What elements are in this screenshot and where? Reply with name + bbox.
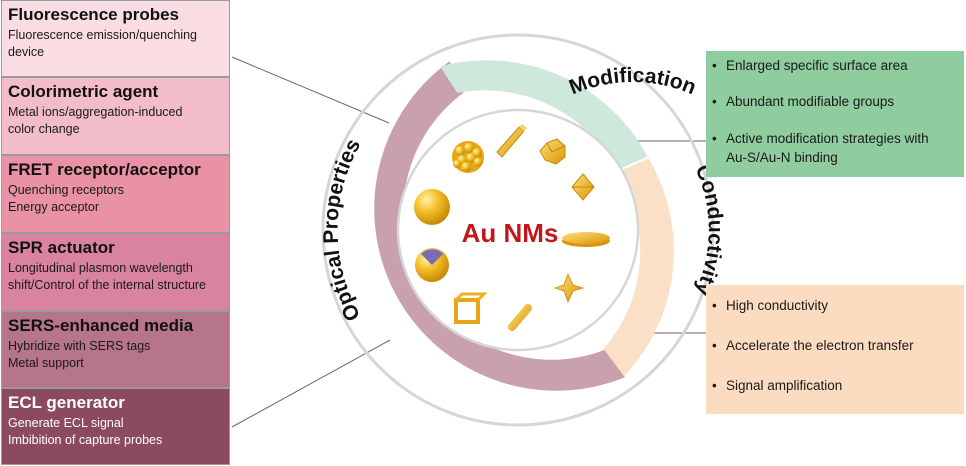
list-item: Signal amplification: [706, 377, 964, 395]
conductivity-info-box: High conductivity Accelerate the electro…: [706, 285, 964, 414]
list-item-line: Au-S/Au-N binding: [726, 150, 838, 165]
polyhedron-icon: [539, 138, 566, 165]
modification-label: Modification: [566, 64, 699, 99]
box-desc-line: Metal ions/aggregation-induced: [8, 105, 183, 119]
box-desc-line: shift/Control of the internal structure: [8, 278, 207, 292]
nanostar-icon: [553, 272, 585, 304]
conductivity-list: High conductivity Accelerate the electro…: [706, 297, 964, 395]
ecl-generator-box: ECL generator Generate ECL signal Imbibi…: [1, 388, 230, 465]
connector-line-ecl: [231, 339, 391, 428]
box-desc-line: device: [8, 45, 45, 59]
box-desc-line: Imbibition of capture probes: [8, 433, 163, 447]
box-desc-line: Energy acceptor: [8, 200, 100, 214]
list-item: Enlarged specific surface area: [706, 57, 964, 75]
inner-ring: [396, 108, 640, 352]
box-title: Colorimetric agent: [8, 82, 159, 101]
conductivity-label: Conductivity: [690, 161, 726, 299]
box-desc-line: color change: [8, 122, 80, 136]
nanocluster-icon: [452, 141, 484, 173]
modification-segment: [440, 60, 648, 171]
fluorescence-probes-box: Fluorescence probes Fluorescence emissio…: [1, 0, 230, 77]
connector-line-fluorescence: [231, 56, 390, 124]
octahedron-icon: [571, 173, 595, 201]
list-item: Accelerate the electron transfer: [706, 337, 964, 355]
modification-list: Enlarged specific surface area Abundant …: [706, 57, 964, 167]
box-title: FRET receptor/acceptor: [8, 160, 201, 179]
box-desc-line: Fluorescence emission/quenching: [8, 28, 197, 42]
left-panel: Fluorescence probes Fluorescence emissio…: [0, 0, 233, 466]
list-item-line: Active modification strategies with: [726, 131, 929, 146]
box-desc-line: Hybridize with SERS tags: [8, 339, 151, 353]
nanocage-icon: [454, 292, 488, 324]
nanoplate-icon: [562, 232, 610, 247]
box-title: SPR actuator: [8, 238, 115, 257]
box-desc-line: Quenching receptors: [8, 183, 125, 197]
center-label: Au NMs: [462, 218, 559, 248]
spr-actuator-box: SPR actuator Longitudinal plasmon wavele…: [1, 233, 230, 311]
box-title: Fluorescence probes: [8, 5, 180, 24]
list-item: Abundant modifiable groups: [706, 93, 964, 111]
core-shell-icon: [415, 248, 449, 282]
nanowire-icon: [508, 304, 532, 331]
list-item: Active modification strategies with Au-S…: [706, 129, 964, 167]
nanosphere-icon: [414, 189, 450, 225]
nanorod-icon: [496, 124, 527, 158]
outer-ring: [321, 33, 715, 427]
box-desc-line: Longitudinal plasmon wavelength: [8, 261, 193, 275]
box-desc-line: Generate ECL signal: [8, 416, 124, 430]
box-desc-line: Metal support: [8, 356, 84, 370]
conductivity-segment: [603, 158, 674, 377]
box-title: ECL generator: [8, 393, 125, 412]
colorimetric-agent-box: Colorimetric agent Metal ions/aggregatio…: [1, 77, 230, 155]
sers-media-box: SERS-enhanced media Hybridize with SERS …: [1, 311, 230, 388]
fret-receptor-box: FRET receptor/acceptor Quenching recepto…: [1, 155, 230, 233]
optical-properties-label: Optical Properties: [319, 135, 365, 325]
box-title: SERS-enhanced media: [8, 316, 194, 335]
modification-info-box: Enlarged specific surface area Abundant …: [706, 51, 964, 177]
list-item: High conductivity: [706, 297, 964, 315]
